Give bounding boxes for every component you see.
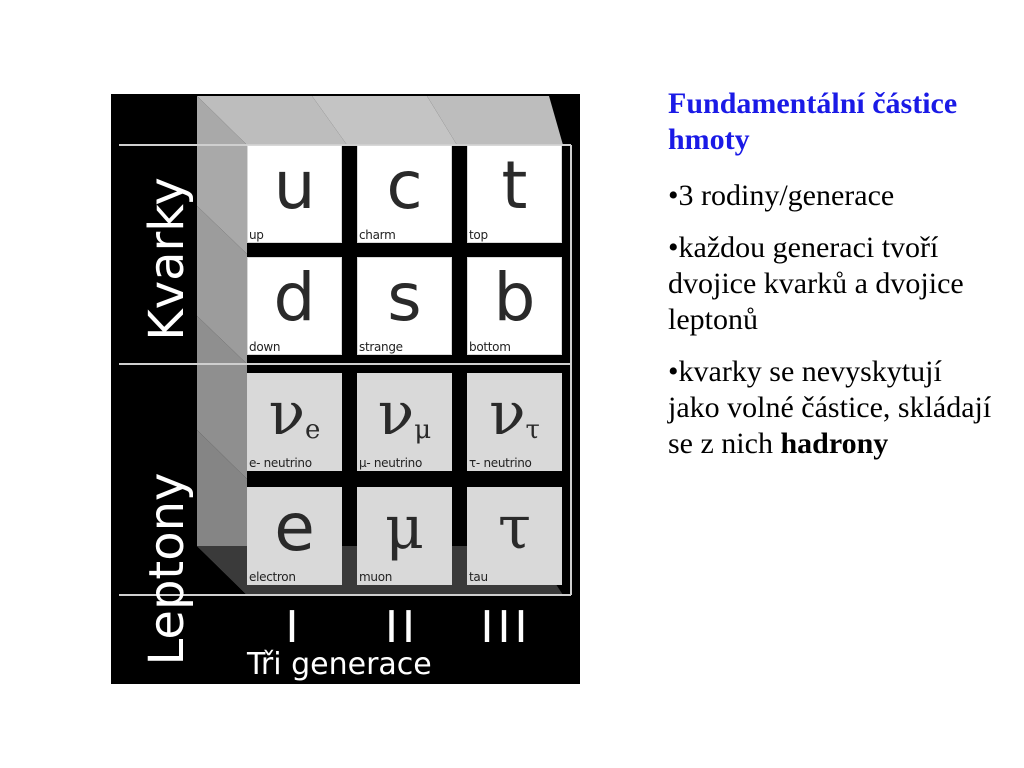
particle-symbol: c xyxy=(386,147,423,224)
particle-symbol: e xyxy=(274,489,315,566)
particle-name: tau xyxy=(469,570,488,584)
particle-name: bottom xyxy=(469,340,511,354)
particle-symbol: s xyxy=(387,259,422,336)
particle-cell-electron: e electron xyxy=(247,487,342,585)
particle-grid: u up c charm t top d down s strange b bo… xyxy=(247,145,563,595)
particle-cell-down: d down xyxy=(247,257,342,355)
particle-cell-up: u up xyxy=(247,145,342,243)
generation-label-3: III xyxy=(480,602,532,653)
particle-symbol: νe xyxy=(268,379,321,449)
particle-name: top xyxy=(469,228,488,242)
particle-cell-strange: s strange xyxy=(357,257,452,355)
slide-title: Fundamentální částice hmoty xyxy=(668,87,958,156)
particle-figure: Kvarky Leptony u up c charm t top d down… xyxy=(111,94,580,684)
particle-cell-bottom: b bottom xyxy=(467,257,562,355)
particle-symbol: b xyxy=(493,259,536,336)
particle-symbol: νμ xyxy=(377,379,432,449)
particle-name: down xyxy=(249,340,281,354)
generation-label-1: I xyxy=(285,602,303,653)
particle-name: muon xyxy=(359,570,393,584)
leptons-label: Leptony xyxy=(139,472,195,666)
particle-cell-e-neutrino: νe e- neutrino xyxy=(247,373,342,471)
particle-cell-top: t top xyxy=(467,145,562,243)
particle-cell-muon: μ muon xyxy=(357,487,452,585)
bullet-pairs: •každou generaci tvoří dvojice kvarků a … xyxy=(668,231,964,336)
quarks-label: Kvarky xyxy=(139,177,195,341)
particle-symbol: d xyxy=(273,259,316,336)
particle-name: strange xyxy=(359,340,403,354)
bullet-generations: •3 rodiny/generace xyxy=(668,179,895,212)
bullet-hadrons-bold: hadrony xyxy=(780,427,889,460)
particle-name: τ- neutrino xyxy=(469,456,532,470)
particle-name: μ- neutrino xyxy=(359,456,422,470)
particle-symbol: u xyxy=(273,147,316,224)
particle-name: charm xyxy=(359,228,396,242)
bullet-hadrons-text: •kvarky se nevyskytují jako volné částic… xyxy=(668,355,992,460)
particle-cell-mu-neutrino: νμ μ- neutrino xyxy=(357,373,452,471)
particle-symbol: τ xyxy=(497,493,532,563)
figure-caption: Tři generace xyxy=(247,647,432,682)
bullet-hadrons: •kvarky se nevyskytují jako volné částic… xyxy=(668,354,998,462)
particle-name: e- neutrino xyxy=(249,456,312,470)
generation-label-2: II xyxy=(385,602,419,653)
particle-cell-tau: τ tau xyxy=(467,487,562,585)
particle-symbol: t xyxy=(501,147,528,224)
particle-cell-tau-neutrino: ντ τ- neutrino xyxy=(467,373,562,471)
particle-name: electron xyxy=(249,570,296,584)
particle-symbol: μ xyxy=(385,493,424,563)
particle-name: up xyxy=(249,228,264,242)
particle-symbol: ντ xyxy=(489,379,540,449)
particle-cell-charm: c charm xyxy=(357,145,452,243)
slide-text: Fundamentální částice hmoty •3 rodiny/ge… xyxy=(668,86,998,478)
